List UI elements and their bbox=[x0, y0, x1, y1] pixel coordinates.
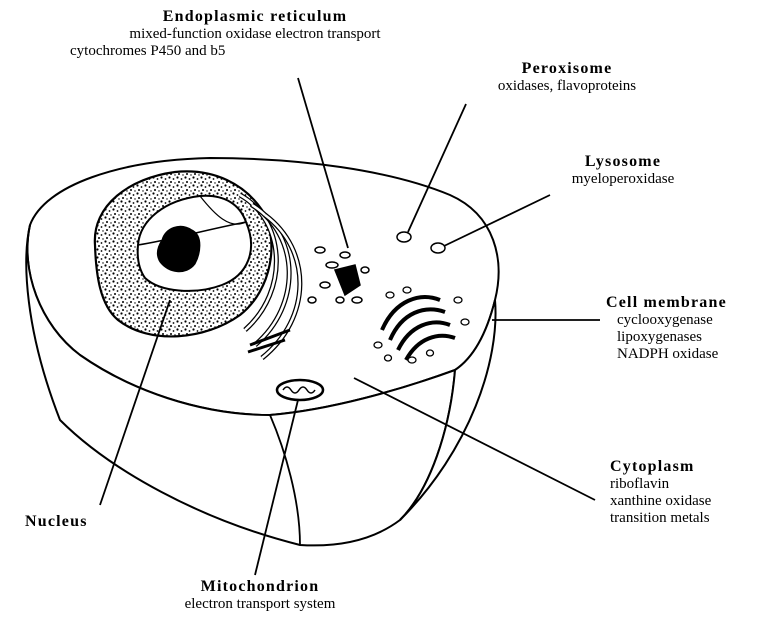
cytoplasm-title: Cytoplasm bbox=[610, 458, 760, 476]
er-line-1: mixed-function oxidase electron transpor… bbox=[70, 26, 440, 43]
er-line-2: cytochromes P450 and b5 bbox=[70, 43, 440, 60]
cytoplasm-line-2: xanthine oxidase bbox=[610, 493, 760, 510]
lysosome-line-1: myeloperoxidase bbox=[548, 171, 698, 188]
lysosome-title: Lysosome bbox=[548, 153, 698, 171]
cytoplasm-label: Cytoplasm riboflavin xanthine oxidase tr… bbox=[610, 458, 760, 526]
cell-membrane-line-1: cyclooxygenase bbox=[617, 312, 764, 329]
cell-membrane-line-3: NADPH oxidase bbox=[617, 346, 764, 363]
peroxisome-title: Peroxisome bbox=[462, 60, 672, 78]
nucleus-title: Nucleus bbox=[25, 513, 135, 531]
lysosome-organelle bbox=[431, 243, 445, 253]
nucleus-label: Nucleus bbox=[25, 513, 135, 531]
lysosome-label: Lysosome myeloperoxidase bbox=[548, 153, 698, 188]
er-title: Endoplasmic reticulum bbox=[70, 8, 440, 26]
cell-membrane-label: Cell membrane cyclooxygenase lipoxygenas… bbox=[606, 294, 764, 362]
peroxisome-label: Peroxisome oxidases, flavoproteins bbox=[462, 60, 672, 95]
mitochondrion-title: Mitochondrion bbox=[150, 578, 370, 596]
mitochondrion-line-1: electron transport system bbox=[150, 596, 370, 613]
peroxisome-line-1: oxidases, flavoproteins bbox=[462, 78, 672, 95]
er-label: Endoplasmic reticulum mixed-function oxi… bbox=[70, 8, 440, 60]
cytoplasm-line-1: riboflavin bbox=[610, 476, 760, 493]
mitochondrion-label: Mitochondrion electron transport system bbox=[150, 578, 370, 613]
peroxisome-organelle bbox=[397, 232, 411, 242]
cell-membrane-title: Cell membrane bbox=[606, 294, 764, 312]
cell-membrane-line-2: lipoxygenases bbox=[617, 329, 764, 346]
cytoplasm-line-3: transition metals bbox=[610, 510, 760, 527]
